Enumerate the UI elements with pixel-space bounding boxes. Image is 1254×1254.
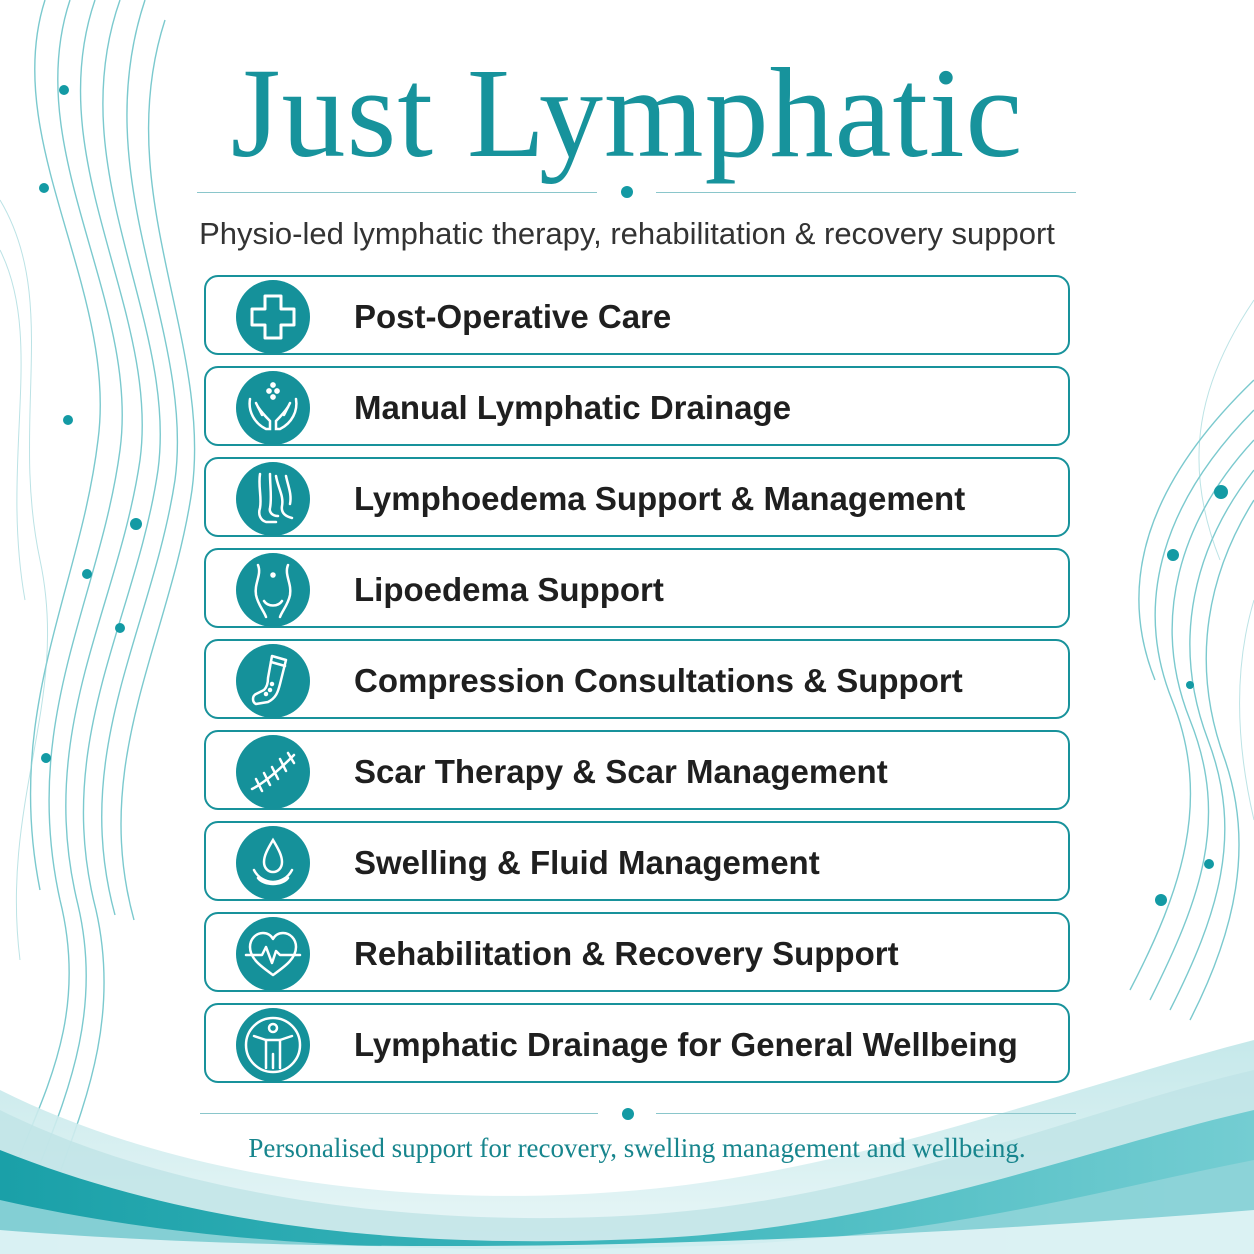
service-item: Manual Lymphatic Drainage (204, 366, 1070, 446)
service-label: Scar Therapy & Scar Management (354, 753, 888, 790)
service-label: Post-Operative Care (354, 298, 672, 335)
service-item: Scar Therapy & Scar Management (204, 730, 1070, 810)
service-item: Lymphatic Drainage for General Wellbeing (204, 1003, 1070, 1083)
footer-tagline: Personalised support for recovery, swell… (248, 1133, 1026, 1163)
service-label: Lipoedema Support (354, 571, 664, 608)
service-label: Swelling & Fluid Management (354, 844, 820, 881)
service-item: Compression Consultations & Support (204, 639, 1070, 719)
title-divider-dot (621, 186, 633, 198)
footer-divider-right (656, 1113, 1076, 1114)
service-label: Manual Lymphatic Drainage (354, 389, 792, 426)
service-label: Rehabilitation & Recovery Support (354, 935, 899, 972)
service-label: Compression Consultations & Support (354, 662, 963, 699)
service-item: Lymphoedema Support & Management (204, 457, 1070, 537)
hips-icon (236, 553, 310, 627)
subtitle: Physio-led lymphatic therapy, rehabilita… (199, 216, 1055, 251)
person-wellbeing-icon (236, 1008, 310, 1082)
footer-divider-left (200, 1113, 598, 1114)
stitched-scar-icon (236, 735, 310, 809)
title-divider-left (197, 192, 597, 193)
service-label: Lymphatic Drainage for General Wellbeing (354, 1026, 1018, 1063)
compression-sock-icon (236, 644, 310, 718)
footer-divider-dot (622, 1108, 634, 1120)
service-label: Lymphoedema Support & Management (354, 480, 966, 517)
medical-cross-icon (236, 280, 310, 354)
title-divider-right (656, 192, 1076, 193)
page-title: Just Lymphatic (230, 42, 1024, 184)
service-item: Swelling & Fluid Management (204, 821, 1070, 901)
service-item: Lipoedema Support (204, 548, 1070, 628)
water-drop-icon (236, 826, 310, 900)
service-item: Post-Operative Care (204, 275, 1070, 355)
service-item: Rehabilitation & Recovery Support (204, 912, 1070, 992)
hands-drops-icon (236, 371, 310, 445)
heart-pulse-icon (236, 917, 310, 991)
legs-icon (236, 462, 310, 536)
